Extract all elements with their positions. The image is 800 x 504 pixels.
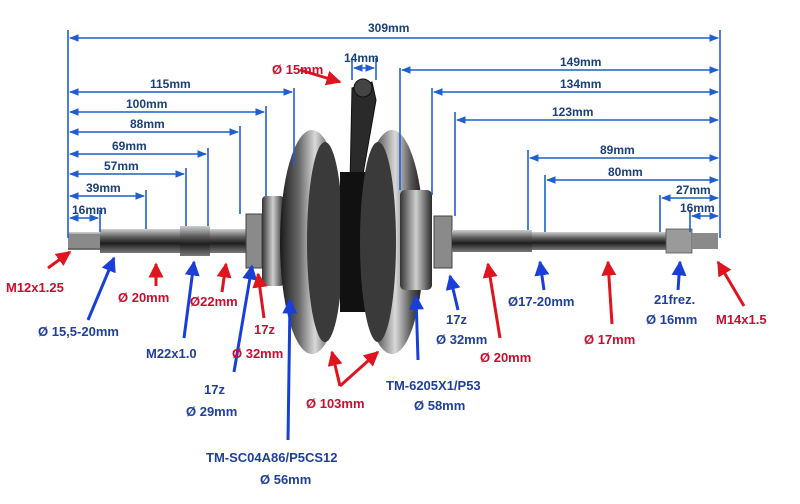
label-tm6205: TM-6205X1/P53: [386, 378, 481, 393]
dim-309: 309mm: [368, 21, 409, 35]
left-main-bearing: [262, 196, 284, 286]
label-d17: Ø 17mm: [584, 332, 635, 347]
dim-115: 115mm: [150, 77, 191, 91]
callout-labels: Ø 15mm M12x1.25 Ø 15,5-20mm Ø 20mm M22x1…: [6, 62, 767, 487]
left-taper: [100, 229, 180, 253]
crankshaft: [68, 78, 718, 354]
dim-14: 14mm: [344, 51, 379, 65]
label-d56: Ø 56mm: [260, 472, 311, 487]
label-17z-blue-right: 17z: [446, 312, 467, 327]
label-d15-20: Ø 15,5-20mm: [38, 324, 119, 339]
dim-123: 123mm: [552, 105, 593, 119]
dim-27: 27mm: [676, 183, 711, 197]
right-main-bearing: [400, 190, 432, 290]
label-d58: Ø 58mm: [414, 398, 465, 413]
label-d16: Ø 16mm: [646, 312, 697, 327]
label-d32-left: Ø 32mm: [232, 346, 283, 361]
label-d20-left: Ø 20mm: [118, 290, 169, 305]
dim-134: 134mm: [560, 77, 601, 91]
right-sprocket: [433, 215, 453, 269]
label-pin-d15: Ø 15mm: [272, 62, 323, 77]
dimension-lines: 309mm 14mm 149mm 134mm 123mm 89mm 80mm 2…: [67, 21, 721, 238]
right-thread: [692, 233, 718, 249]
small-end: [353, 78, 373, 98]
label-d32-right: Ø 32mm: [436, 332, 487, 347]
label-d103: Ø 103mm: [306, 396, 365, 411]
label-sc04: TM-SC04A86/P5CS12: [206, 450, 338, 465]
right-long-shaft: [532, 232, 666, 250]
label-17z-red: 17z: [254, 322, 275, 337]
label-d20-right: Ø 20mm: [480, 350, 531, 365]
label-m22: M22x1.0: [146, 346, 197, 361]
dim-57: 57mm: [104, 159, 139, 173]
left-web-face: [307, 142, 343, 342]
label-17z-blue-left: 17z: [204, 382, 225, 397]
label-d29: Ø 29mm: [186, 404, 237, 419]
label-d22: Ø22mm: [190, 294, 238, 309]
right-web-face: [360, 142, 396, 342]
dim-149: 149mm: [560, 55, 601, 69]
dim-16r: 16mm: [680, 201, 715, 215]
right-spline: [665, 228, 693, 254]
dim-88: 88mm: [130, 117, 165, 131]
right-shaft: [452, 230, 532, 252]
left-thread: [68, 234, 100, 248]
dim-80: 80mm: [608, 165, 643, 179]
dim-39: 39mm: [86, 181, 121, 195]
left-nut-section: [180, 226, 210, 256]
dim-16l: 16mm: [72, 203, 107, 217]
label-m14: M14x1.5: [716, 312, 767, 327]
label-21frez: 21frez.: [654, 292, 695, 307]
dim-89: 89mm: [600, 143, 635, 157]
left-bearing-seat: [210, 229, 248, 253]
dim-100: 100mm: [126, 97, 167, 111]
dim-69: 69mm: [112, 139, 147, 153]
label-d17-20: Ø17-20mm: [508, 294, 574, 309]
left-sprocket: [245, 213, 263, 269]
callout-arrows: [47, 68, 746, 441]
label-m12: M12x1.25: [6, 280, 64, 295]
